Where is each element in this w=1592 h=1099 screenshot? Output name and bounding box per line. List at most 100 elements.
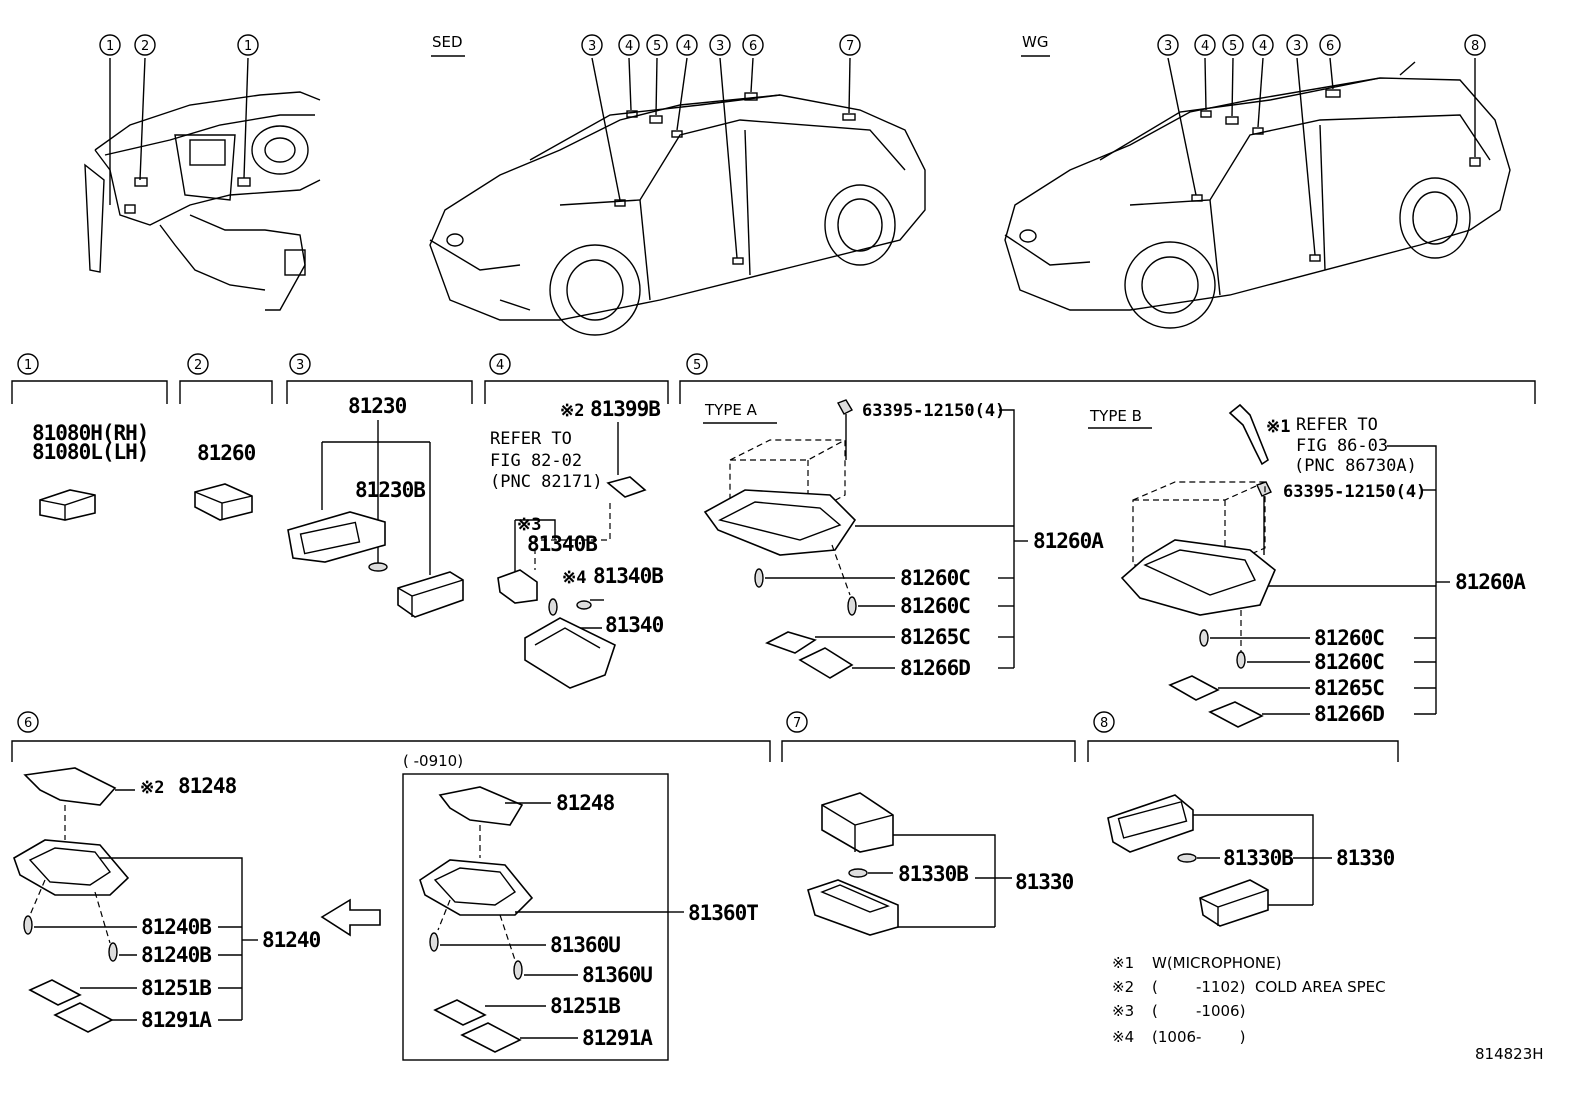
part-81340B-a: 81340B xyxy=(527,532,597,556)
part-81265C-b: 81265C xyxy=(1314,676,1384,700)
variant-box xyxy=(402,773,669,1061)
part-81260: 81260 xyxy=(197,441,256,465)
part-81240: 81240 xyxy=(262,928,321,952)
callout-2: 2 xyxy=(141,39,149,54)
part-81230B: 81230B xyxy=(355,478,425,502)
refer-line-3: (PNC 82171) xyxy=(490,472,603,492)
sedan-illustration xyxy=(429,57,926,336)
note-mark-2: ※2 xyxy=(560,401,584,421)
screw-a: 63395-12150(4) xyxy=(862,401,1005,421)
callout-3: 3 xyxy=(716,39,724,54)
part-81260C-a2: 81260C xyxy=(900,594,970,618)
callout-1: 1 xyxy=(106,39,114,54)
callout-4: 4 xyxy=(1259,39,1267,54)
part-81360T: 81360T xyxy=(688,901,758,925)
callout-5: 5 xyxy=(653,39,661,54)
section-8-number: 8 xyxy=(1100,716,1108,731)
part-81360U-2: 81360U xyxy=(582,963,652,987)
sedan-view-label: SED xyxy=(432,33,463,51)
part-81248: 81248 xyxy=(178,774,237,798)
part-81260C-b2: 81260C xyxy=(1314,650,1384,674)
part-81330-7: 81330 xyxy=(1015,870,1074,894)
note-2-text: ( -1102) COLD AREA SPEC xyxy=(1152,978,1386,996)
callout-7: 7 xyxy=(846,39,854,54)
section-2: 81260 xyxy=(194,441,257,521)
arrow-left-icon xyxy=(320,898,381,937)
part-81340: 81340 xyxy=(605,613,664,637)
part-81266D-a: 81266D xyxy=(900,656,970,680)
callout-6: 6 xyxy=(1326,39,1334,54)
part-81291A-box: 81291A xyxy=(582,1026,653,1050)
part-81251B: 81251B xyxy=(141,976,211,1000)
callout-4: 4 xyxy=(625,39,633,54)
footnotes: ※1 W(MICROPHONE) ※2 ( -1102) COLD AREA S… xyxy=(1112,954,1386,1046)
section-6: ※2 81248 81240B 81240B 81240 81251B 8129… xyxy=(13,752,759,1061)
note-1-mark: ※1 xyxy=(1112,954,1134,972)
callout-3: 3 xyxy=(588,39,596,54)
wagon-illustration xyxy=(1004,57,1511,329)
note-3-mark: ※3 xyxy=(1112,1002,1134,1020)
note-1-text: W(MICROPHONE) xyxy=(1152,954,1281,972)
section-4: ※2 81399B REFER TO FIG 82-02 (PNC 82171)… xyxy=(490,397,665,689)
section-6-number: 6 xyxy=(24,716,32,731)
refer-b-line-1: REFER TO xyxy=(1296,415,1378,435)
part-81330B-8: 81330B xyxy=(1223,846,1293,870)
note-mark-4: ※4 xyxy=(562,568,586,588)
dashboard-illustration xyxy=(84,57,321,311)
part-81330B-7: 81330B xyxy=(898,862,968,886)
callout-4: 4 xyxy=(1201,39,1209,54)
note-mark-1: ※1 xyxy=(1266,417,1290,437)
note-3-text: ( -1006) xyxy=(1152,1002,1245,1020)
callout-1: 1 xyxy=(244,39,252,54)
type-b-label: TYPE B xyxy=(1089,407,1142,425)
section-5-number: 5 xyxy=(693,358,701,373)
refer-line-1: REFER TO xyxy=(490,429,572,449)
part-81360U-1: 81360U xyxy=(550,933,620,957)
section-5: TYPE A 63395-12150(4) 81260A 81260C 8126… xyxy=(703,399,1527,728)
part-81260A-a: 81260A xyxy=(1033,529,1104,553)
type-a-label: TYPE A xyxy=(704,401,758,419)
part-81399B: 81399B xyxy=(590,397,660,421)
top-callouts: 1 2 1 3 4 5 4 3 6 7 3 4 5 4 3 6 8 xyxy=(99,34,1486,56)
section-7: 81330B 81330 xyxy=(807,792,1075,936)
section-2-number: 2 xyxy=(194,358,202,373)
callout-6: 6 xyxy=(749,39,757,54)
callout-3: 3 xyxy=(1293,39,1301,54)
refer-b-line-3: (PNC 86730A) xyxy=(1294,456,1417,476)
section-1: 81080H(RH) 81080L(LH) xyxy=(32,421,149,521)
part-81230: 81230 xyxy=(348,394,407,418)
callout-8: 8 xyxy=(1471,39,1479,54)
note-4-mark: ※4 xyxy=(1112,1028,1134,1046)
part-81248-box: 81248 xyxy=(556,791,615,815)
refer-line-2: FIG 82-02 xyxy=(490,451,582,471)
part-81251B-box: 81251B xyxy=(550,994,620,1018)
part-81266D-b: 81266D xyxy=(1314,702,1384,726)
section-3: 81230 81230B xyxy=(287,394,464,618)
wagon-view-label: WG xyxy=(1022,33,1048,51)
callout-5: 5 xyxy=(1229,39,1237,54)
screw-b: 63395-12150(4) xyxy=(1283,482,1426,502)
section-8: 81330B 81330 xyxy=(1107,794,1396,927)
note-2-mark: ※2 xyxy=(1112,978,1134,996)
part-81330-8: 81330 xyxy=(1336,846,1395,870)
part-81240B-2: 81240B xyxy=(141,943,211,967)
callout-4: 4 xyxy=(683,39,691,54)
part-81291A: 81291A xyxy=(141,1008,212,1032)
figure-id: 814823H xyxy=(1475,1045,1544,1063)
part-81080H: 81080H(RH) xyxy=(32,421,148,445)
part-81260C-a1: 81260C xyxy=(900,566,970,590)
part-81080L: 81080L(LH) xyxy=(32,440,148,464)
section-7-number: 7 xyxy=(793,716,801,731)
note-mark-2: ※2 xyxy=(140,778,164,798)
part-81260A-b: 81260A xyxy=(1455,570,1526,594)
refer-b-line-2: FIG 86-03 xyxy=(1296,436,1388,456)
section-1-number: 1 xyxy=(24,358,32,373)
section-4-number: 4 xyxy=(496,358,504,373)
part-81260C-b1: 81260C xyxy=(1314,626,1384,650)
box-date-label: ( -0910) xyxy=(403,752,463,770)
part-81340B-b: 81340B xyxy=(593,564,663,588)
part-81265C-a: 81265C xyxy=(900,625,970,649)
part-81240B-1: 81240B xyxy=(141,915,211,939)
callout-3: 3 xyxy=(1164,39,1172,54)
